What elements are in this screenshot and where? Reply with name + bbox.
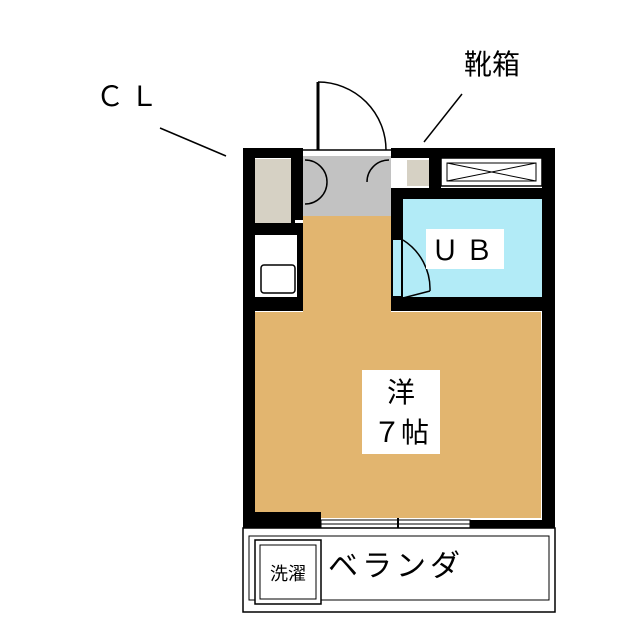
front-door-swing	[317, 81, 387, 151]
wall-bottom-right	[470, 520, 555, 528]
wall-kitchen-top	[255, 223, 303, 235]
wall-closet-right	[291, 158, 295, 226]
room-label-bg	[362, 370, 440, 454]
closet-fill	[255, 159, 291, 223]
room-type-label: 洋	[387, 376, 415, 409]
shoe-box-fill	[407, 160, 429, 186]
balcony-label: ベランダ	[328, 549, 464, 584]
closet-door-swing	[304, 159, 328, 205]
unit-bath-label: ＵＢ	[431, 234, 499, 267]
closet-label: ＣＬ	[96, 80, 164, 113]
entrance-floor	[303, 156, 391, 216]
kitchen-sink	[260, 264, 296, 294]
kitchen-corridor-floor	[303, 216, 391, 312]
wall-kitchen-right	[297, 235, 303, 299]
balcony-inner	[248, 535, 550, 601]
storage-cross-2	[446, 162, 537, 182]
wall-bottom-left	[243, 512, 321, 528]
wall-top-right	[391, 148, 555, 158]
wall-shoe-box-right	[429, 148, 441, 188]
washer-space-inner	[259, 544, 317, 600]
storage-box-inner	[446, 162, 537, 182]
wall-left	[243, 148, 255, 528]
room-size-label: ７帖	[373, 416, 429, 449]
wall-room-divider-left	[243, 297, 303, 311]
closet-leader-line	[159, 127, 227, 157]
wall-entrance-left	[295, 158, 303, 220]
washer-label: 洗濯	[270, 564, 306, 585]
wall-top-left	[243, 148, 303, 158]
wall-right	[542, 148, 555, 528]
wall-bath-top	[391, 188, 555, 199]
washer-space	[254, 539, 322, 605]
shoe-box-label: 靴箱	[464, 48, 520, 81]
bath-door-swing	[402, 239, 431, 299]
shoe-box-door-swing	[366, 159, 390, 183]
unit-bath-label-bg	[426, 229, 504, 269]
shoe-box-leader-line	[423, 93, 463, 143]
wall-room-divider-right	[391, 297, 555, 311]
